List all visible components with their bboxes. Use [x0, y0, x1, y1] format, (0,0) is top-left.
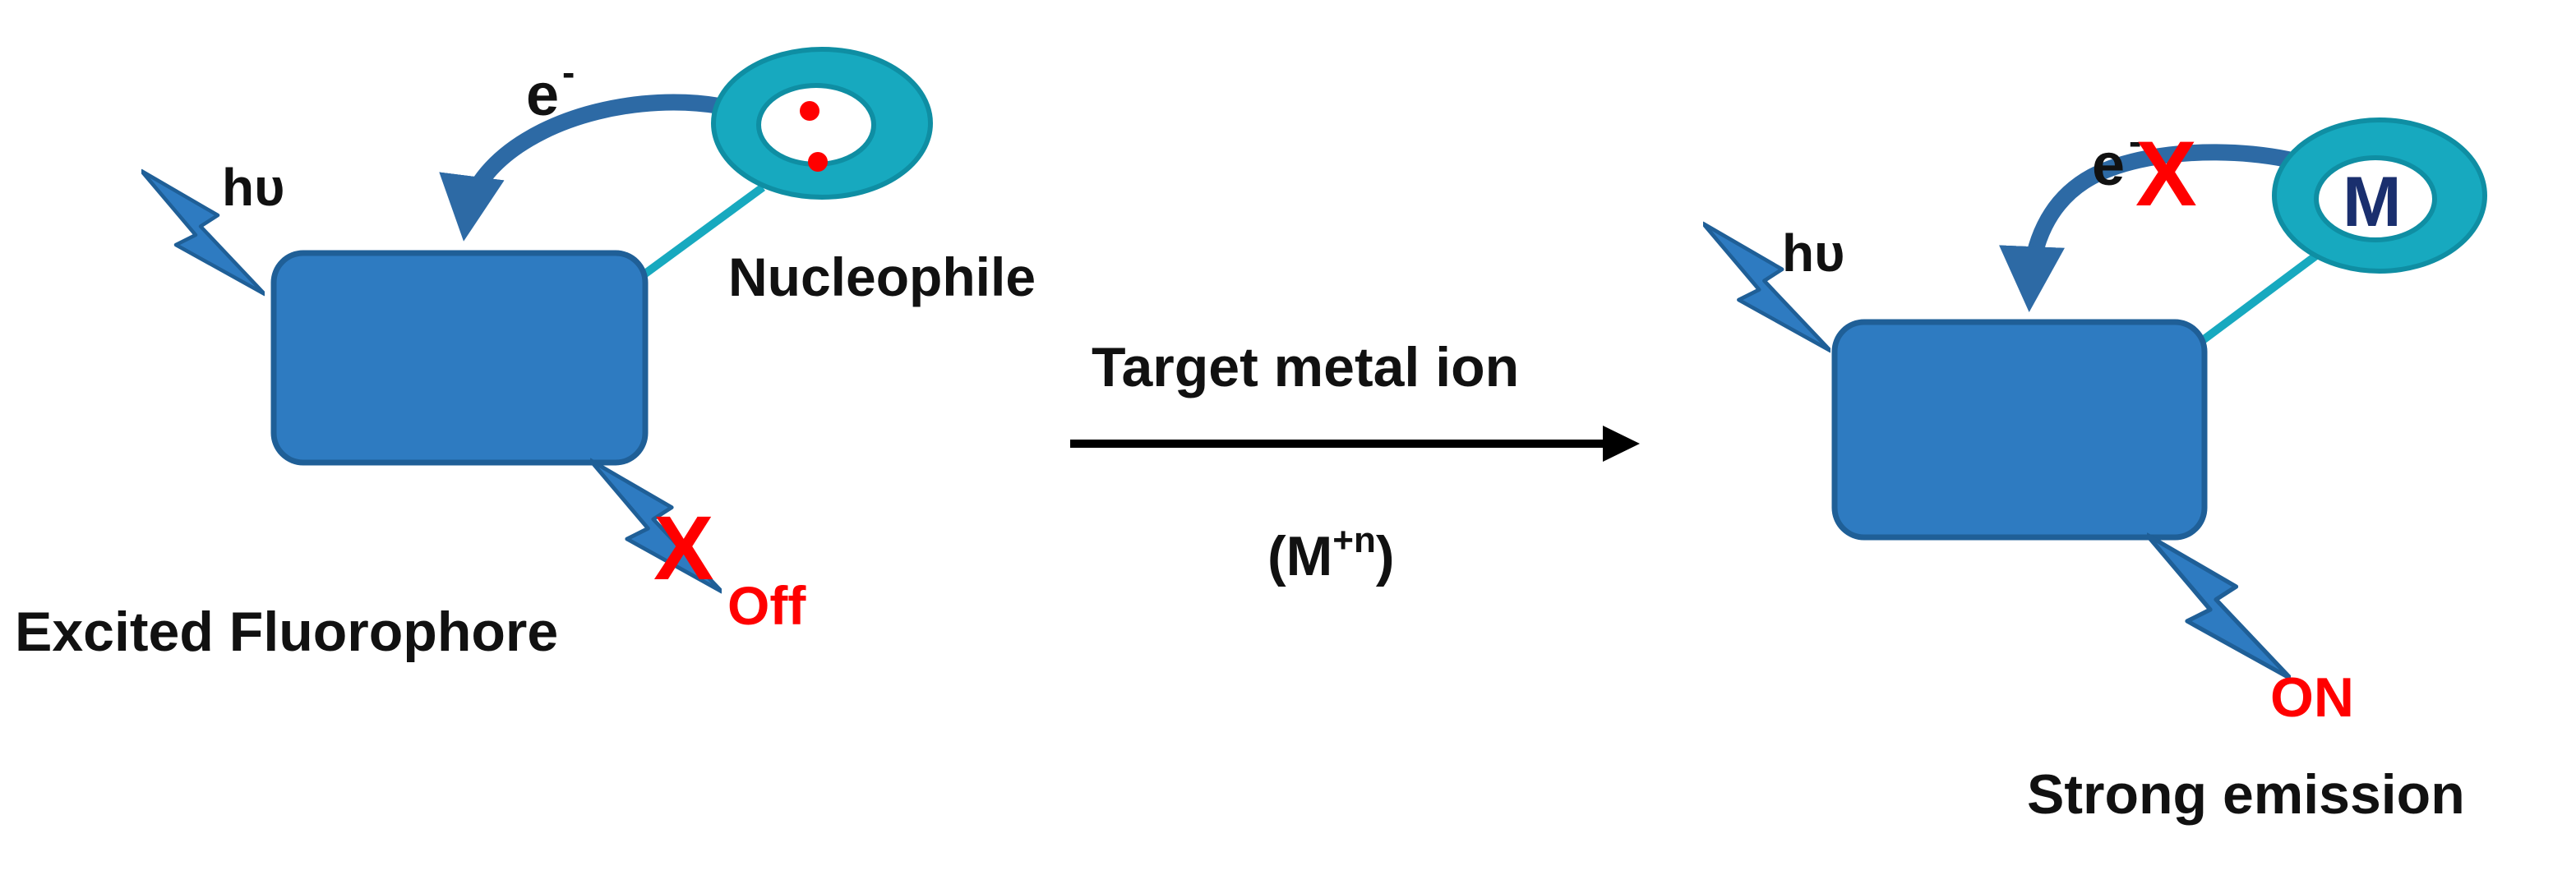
metal-bound-ring-icon	[2272, 117, 2487, 274]
reagent-label: Target metal ion	[1092, 336, 1519, 398]
lightning-bolt-icon	[2147, 535, 2291, 679]
left-panel: hυ X Off e - Nucleophile Excited Fluorop…	[15, 47, 1036, 663]
reagent-formula: (M+n)	[1267, 520, 1395, 587]
metal-label: M	[2343, 163, 2402, 242]
reaction-step: Target metal ion (M+n)	[1070, 336, 1640, 587]
hv-label: hυ	[222, 158, 284, 217]
emission-off-label: Off	[727, 575, 806, 636]
lone-pair-dot	[808, 152, 828, 172]
electron-label: e	[526, 62, 559, 128]
reagent-formula-open: (M	[1267, 525, 1332, 587]
emission-on-label: ON	[2270, 666, 2354, 729]
electron-label: e	[2092, 132, 2125, 198]
fluorophore-box	[270, 250, 649, 466]
right-panel: hυ ON Strong emission e - X M	[1703, 117, 2487, 826]
reagent-formula-close: )	[1376, 525, 1395, 587]
reaction-arrow-head	[1603, 426, 1640, 462]
electron-superscript: -	[562, 51, 575, 94]
blocked-x-mark: X	[2135, 122, 2197, 225]
fluorophore-box	[1831, 319, 2208, 541]
nucleophile-ring-icon	[711, 47, 933, 200]
electron-transfer-arrow	[1999, 144, 2357, 312]
emission-label: Strong emission	[2027, 763, 2465, 826]
electron-superscript: -	[2129, 120, 2141, 163]
quench-x-mark: X	[653, 498, 713, 599]
hv-label: hυ	[1782, 223, 1844, 283]
reagent-formula-charge: +n	[1332, 520, 1376, 560]
receptor-label: Nucleophile	[728, 246, 1036, 307]
lone-pair-dot	[800, 101, 819, 121]
fluorophore-label: Excited Fluorophore	[15, 601, 558, 663]
